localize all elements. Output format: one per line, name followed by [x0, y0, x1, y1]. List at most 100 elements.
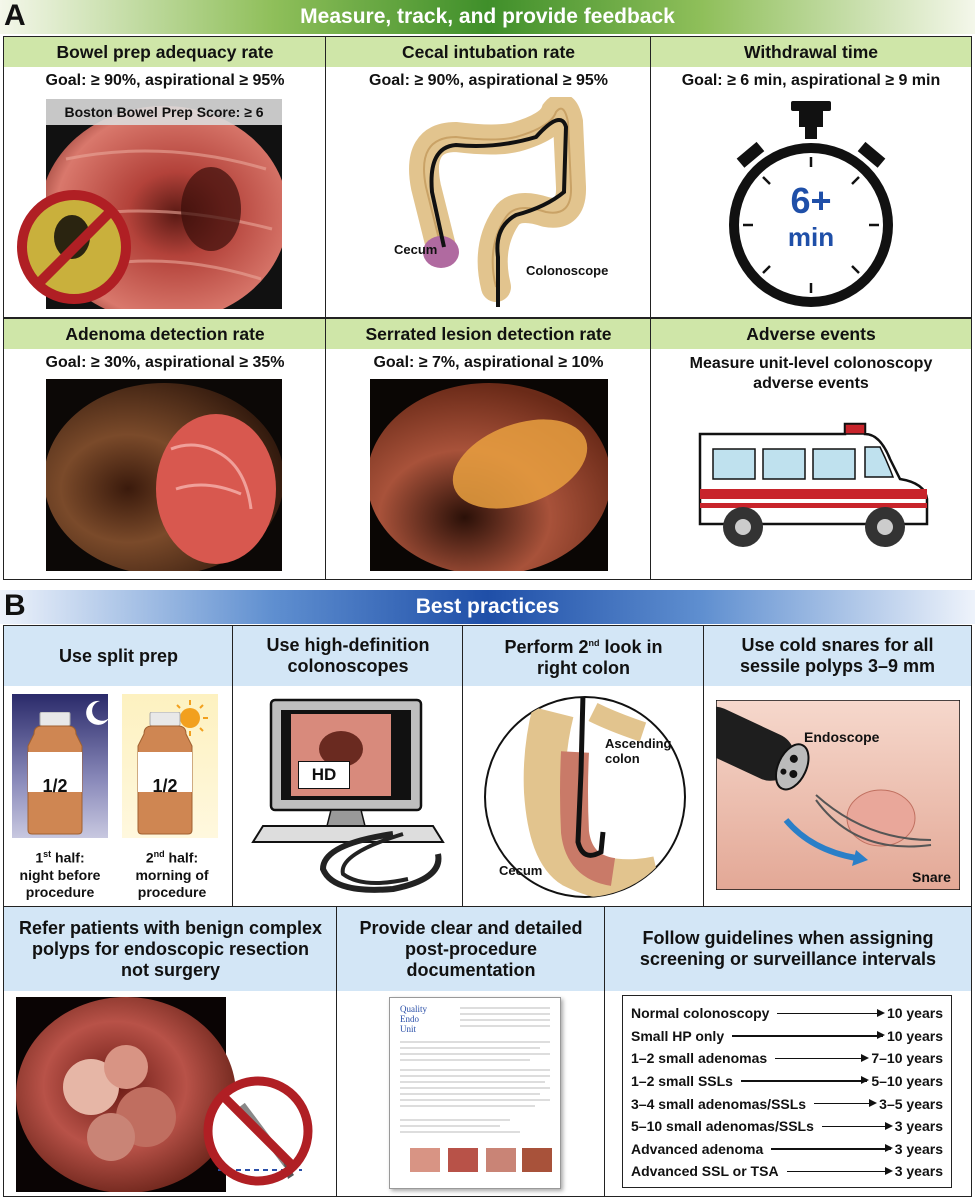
doc-heading: Endo — [400, 1014, 419, 1024]
snare-diagram — [704, 699, 961, 891]
caption-part: half: — [164, 849, 199, 866]
cecum-label: Cecum — [394, 242, 438, 257]
arrow-right-icon — [821, 1122, 893, 1129]
panel-second-look: Perform 2nd look in right colon Ascendin… — [462, 625, 705, 908]
moon-icon — [82, 698, 112, 733]
panel-cold-snare: Use cold snares for all sessile polyps 3… — [703, 625, 972, 908]
title-part: look in — [599, 637, 663, 657]
finding-label: Normal colonoscopy — [631, 1005, 770, 1022]
cecum-label: Cecum — [499, 863, 543, 878]
panel-documentation: Provide clear and detailed post-procedur… — [336, 906, 606, 1197]
panel-cecal-intubation: Cecal intubation rate Goal: ≥ 90%, aspir… — [325, 36, 652, 318]
prohibition-icon — [14, 187, 134, 307]
colonoscope-label: Colonoscope — [526, 263, 609, 278]
panel-title: Cecal intubation rate — [326, 37, 651, 67]
section-b-letter: B — [4, 589, 26, 622]
panel-goal: Measure unit-level colonoscopy adverse e… — [689, 355, 933, 392]
arrow-right-icon — [777, 1009, 886, 1016]
adenoma-image — [44, 379, 284, 575]
arrow-right-icon — [771, 1145, 894, 1152]
caption-part: 1 — [35, 849, 44, 866]
endoscope-label: Endoscope — [804, 729, 880, 745]
panel-withdrawal-time: Withdrawal time Goal: ≥ 6 min, aspiratio… — [650, 36, 972, 318]
bottle-label: 1/2 — [42, 776, 68, 796]
interval-row: 1–2 small adenomas 7–10 years — [631, 1047, 943, 1070]
panel-title: Follow guidelines when assigning screeni… — [605, 907, 971, 991]
panel-title: Use high-definition colonoscopes — [233, 626, 463, 686]
interval-row: Small HP only 10 years — [631, 1025, 943, 1048]
finding-label: 1–2 small adenomas — [631, 1050, 768, 1067]
panel-title: Use split prep — [4, 626, 233, 686]
panel-adenoma-detection: Adenoma detection rate Goal: ≥ 30%, aspi… — [3, 318, 327, 580]
arrow-right-icon — [786, 1167, 893, 1174]
panel-goal: Goal: ≥ 90%, aspirational ≥ 95% — [369, 72, 608, 89]
panel-title: Withdrawal time — [651, 37, 971, 67]
title-line: right colon — [537, 658, 630, 678]
interval-row: 5–10 small adenomas/SSLs 3 years — [631, 1115, 943, 1138]
caption-line: morning of — [135, 866, 209, 883]
second-half-caption: 2nd half: morning of procedure — [116, 846, 228, 901]
stopwatch-icon — [721, 97, 901, 315]
panel-title: Perform 2nd look in right colon — [463, 626, 704, 686]
right-colon-diagram — [483, 692, 688, 902]
serrated-lesion-image — [367, 379, 611, 575]
panel-serrated-detection: Serrated lesion detection rate Goal: ≥ 7… — [325, 318, 652, 580]
panel-hd-colonoscope: Use high-definition colonoscopes HD — [232, 625, 464, 908]
caption-line: procedure — [25, 883, 95, 900]
finding-label: Advanced adenoma — [631, 1140, 764, 1157]
interval-value: 3 years — [894, 1163, 943, 1180]
doc-heading: Quality — [400, 1004, 427, 1014]
monitor-icon — [243, 694, 453, 902]
caption-line: night before — [19, 866, 101, 883]
panel-adverse-events: Adverse events Measure unit-level colono… — [650, 318, 972, 580]
ascending-colon-label: Ascending colon — [605, 736, 671, 766]
section-a-banner: Measure, track, and provide feedback — [0, 0, 975, 34]
interval-row: 1–2 small SSLs 5–10 years — [631, 1070, 943, 1093]
bbps-label: Boston Bowel Prep Score: ≥ 6 — [46, 99, 282, 125]
finding-label: 5–10 small adenomas/SSLs — [631, 1118, 814, 1135]
panel-title: Bowel prep adequacy rate — [4, 37, 326, 67]
section-b-banner-text: Best practices — [415, 595, 560, 618]
panel-guidelines: Follow guidelines when assigning screeni… — [604, 906, 972, 1197]
finding-label: 1–2 small SSLs — [631, 1073, 733, 1090]
interval-value: 7–10 years — [871, 1050, 943, 1067]
stopwatch-value: 6+ — [790, 180, 832, 221]
interval-value: 5–10 years — [871, 1073, 943, 1090]
finding-label: Advanced SSL or TSA — [631, 1163, 779, 1180]
panel-goal: Goal: ≥ 90%, aspirational ≥ 95% — [45, 72, 285, 89]
ambulance-icon — [695, 419, 935, 559]
caption-part: 2 — [145, 849, 154, 866]
caption-line: procedure — [137, 883, 207, 900]
snare-label: Snare — [912, 869, 951, 885]
bottle-icon — [134, 711, 196, 841]
bottle-icon — [24, 711, 86, 841]
label-line: colon — [605, 751, 640, 766]
bottle-label: 1/2 — [152, 776, 178, 796]
section-b-banner: Best practices — [0, 590, 975, 624]
panel-goal: Goal: ≥ 30%, aspirational ≥ 35% — [45, 354, 285, 371]
caption-part: half: — [51, 849, 85, 866]
doc-heading: Unit — [400, 1024, 417, 1034]
interval-value: 3 years — [894, 1118, 943, 1135]
panel-title: Adverse events — [651, 319, 971, 349]
caption-sup: nd — [153, 849, 165, 859]
panel-goal: Goal: ≥ 6 min, aspirational ≥ 9 min — [681, 72, 941, 89]
section-a-banner-text: Measure, track, and provide feedback — [300, 5, 675, 28]
interval-row: Advanced adenoma 3 years — [631, 1138, 943, 1161]
label-line: Ascending — [605, 736, 672, 751]
stopwatch-unit: min — [787, 222, 835, 252]
arrow-right-icon — [732, 1032, 885, 1039]
hd-screen-label: HD — [298, 761, 350, 789]
interval-value: 10 years — [886, 1027, 943, 1044]
panel-goal: Goal: ≥ 7%, aspirational ≥ 10% — [373, 354, 604, 371]
panel-title: Provide clear and detailed post-procedur… — [337, 907, 605, 991]
first-half-caption: 1st half: night before procedure — [4, 846, 116, 901]
colon-diagram — [386, 93, 626, 317]
panel-title: Refer patients with benign complex polyp… — [4, 907, 337, 991]
interval-value: 3 years — [894, 1140, 943, 1157]
arrow-right-icon — [814, 1099, 878, 1106]
finding-label: Small HP only — [631, 1027, 725, 1044]
